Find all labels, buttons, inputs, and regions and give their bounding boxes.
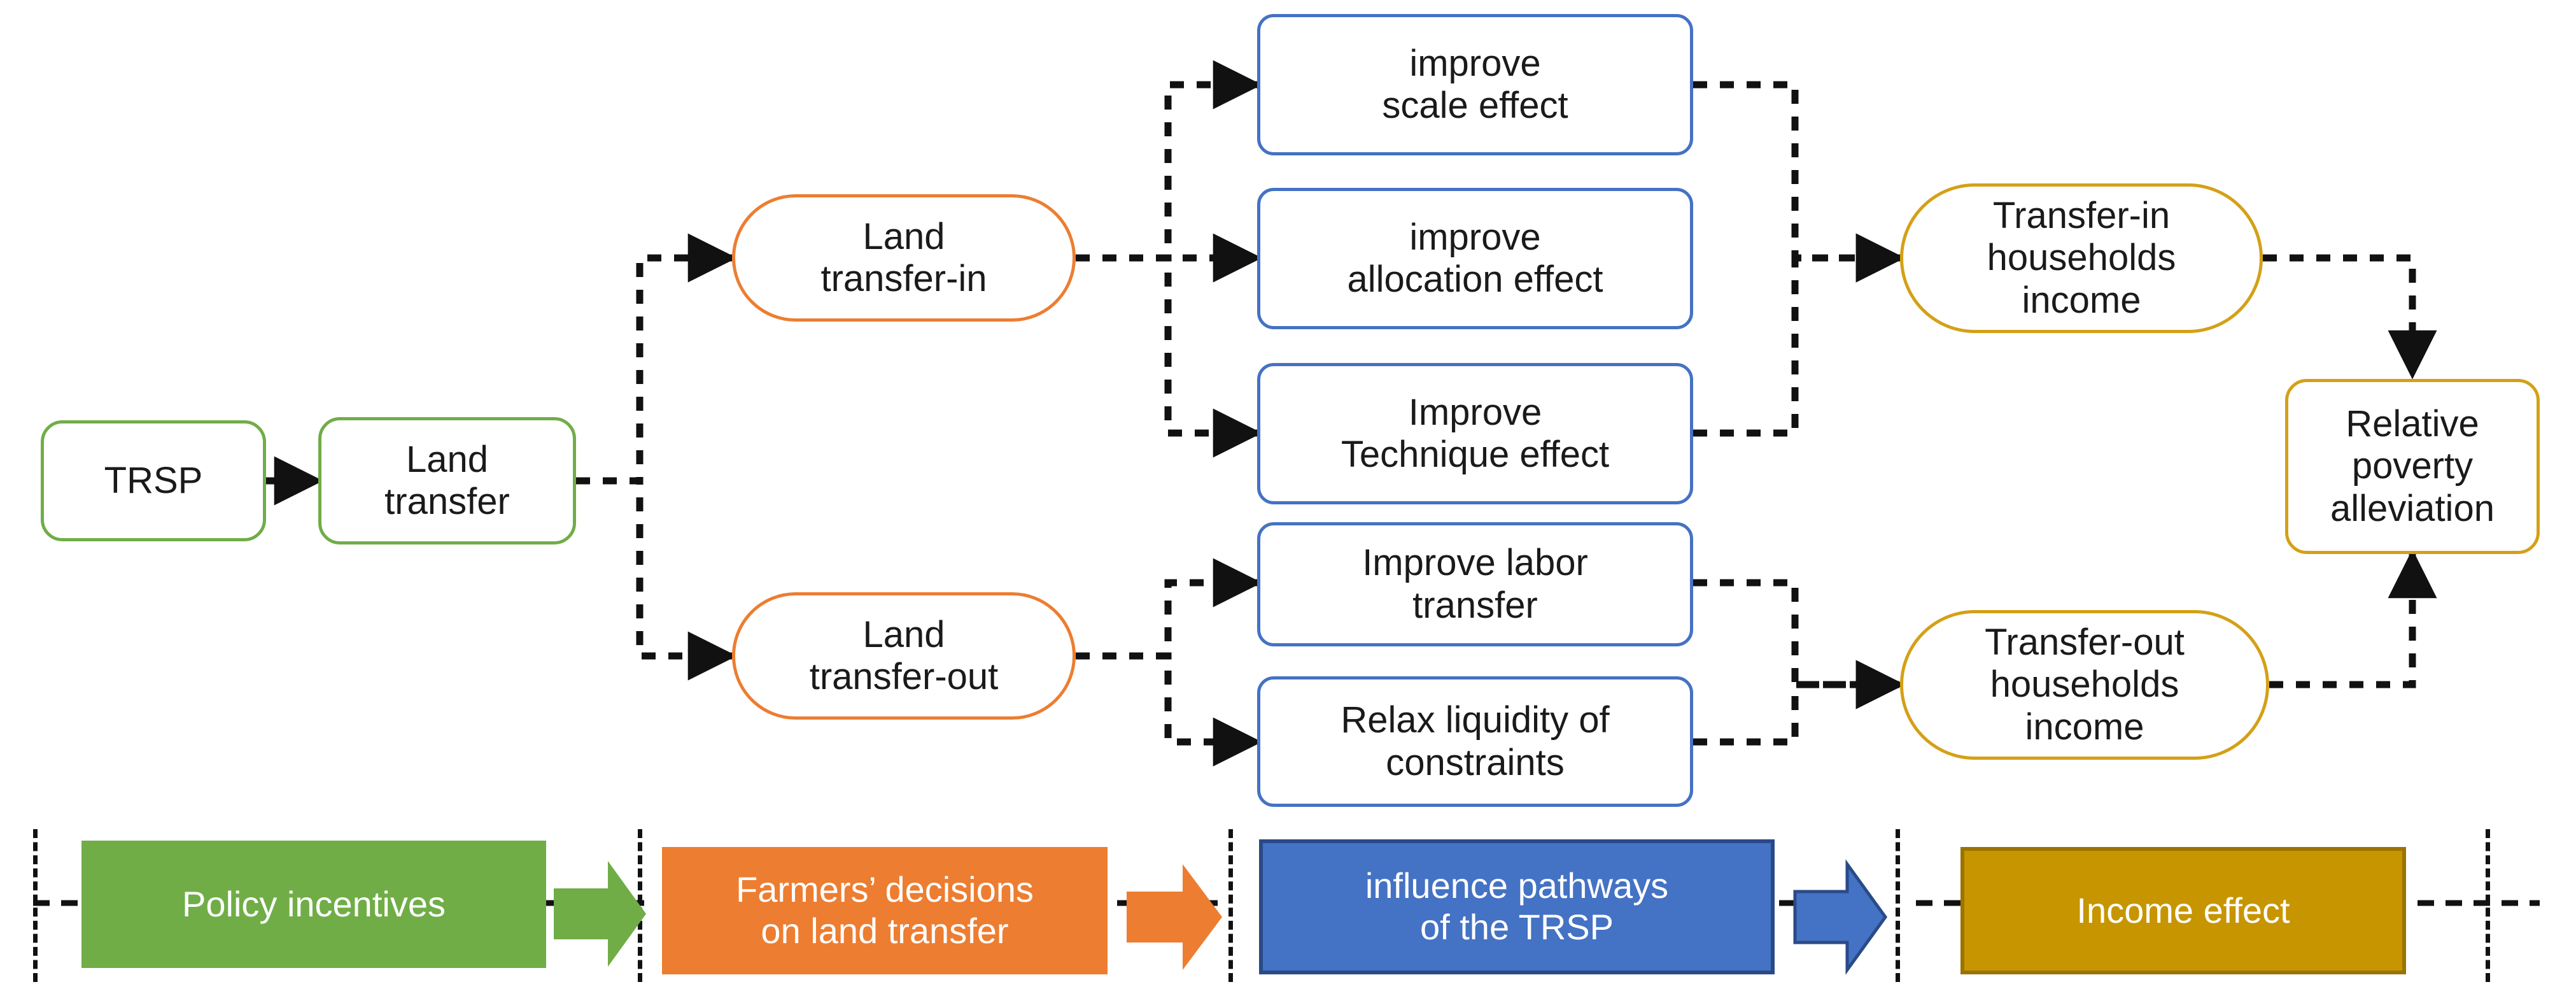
blue-stage-arrow bbox=[1793, 859, 1888, 975]
node-land-transfer-in[interactable]: Land transfer-in bbox=[732, 194, 1076, 322]
legend-stage-farmers-decisions[interactable]: Farmers’ decisions on land transfer bbox=[662, 847, 1108, 974]
legend-separator-1 bbox=[33, 829, 38, 982]
node-improve-scale-effect[interactable]: improve scale effect bbox=[1257, 14, 1693, 155]
legend-separator-5 bbox=[2486, 829, 2490, 982]
node-transfer-in-households-income[interactable]: Transfer-in households income bbox=[1900, 183, 2263, 333]
node-relative-poverty-alleviation[interactable]: Relative poverty alleviation bbox=[2285, 379, 2540, 554]
node-trsp[interactable]: TRSP bbox=[41, 420, 266, 541]
legend-stage-income-effect[interactable]: Income effect bbox=[1960, 847, 2406, 974]
legend-separator-3 bbox=[1228, 829, 1233, 982]
node-relax-liquidity-constraints[interactable]: Relax liquidity of constraints bbox=[1257, 676, 1693, 807]
green-stage-arrow bbox=[554, 861, 646, 967]
legend-stage-policy-incentives[interactable]: Policy incentives bbox=[81, 841, 546, 968]
orange-stage-arrow bbox=[1127, 864, 1222, 970]
node-improve-labor-transfer[interactable]: Improve labor transfer bbox=[1257, 522, 1693, 646]
node-land-transfer[interactable]: Land transfer bbox=[318, 417, 576, 544]
node-improve-allocation-effect[interactable]: improve allocation effect bbox=[1257, 188, 1693, 329]
node-transfer-out-households-income[interactable]: Transfer-out households income bbox=[1900, 610, 2269, 760]
node-improve-technique-effect[interactable]: Improve Technique effect bbox=[1257, 363, 1693, 504]
legend-stage-influence-pathways[interactable]: influence pathways of the TRSP bbox=[1259, 839, 1775, 974]
node-land-transfer-out[interactable]: Land transfer-out bbox=[732, 592, 1076, 720]
legend-separator-4 bbox=[1896, 829, 1900, 982]
